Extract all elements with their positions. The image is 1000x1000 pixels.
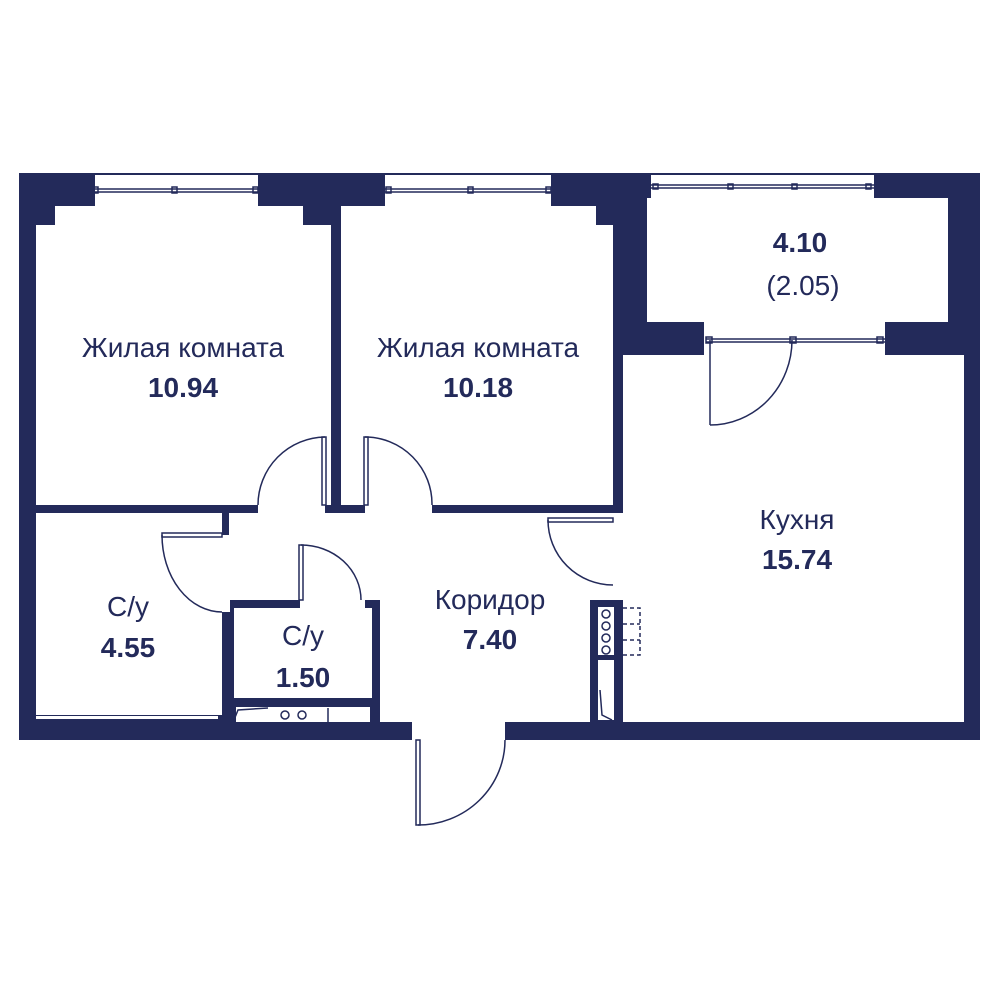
washer-icon	[233, 707, 329, 722]
bedroom2-name: Жилая комната	[377, 332, 580, 363]
room-labels: Жилая комната 10.94 Жилая комната 10.18 …	[82, 227, 840, 693]
sink-icon	[599, 689, 613, 721]
bedroom1-floor[interactable]	[36, 225, 331, 505]
bathroom-area: 4.55	[101, 632, 156, 663]
wc-floor[interactable]	[234, 608, 372, 698]
door-entrance[interactable]	[415, 739, 506, 826]
stove-icon	[601, 607, 641, 656]
door-bedroom1[interactable]	[257, 436, 327, 506]
corridor-area: 7.40	[463, 624, 518, 655]
fixtures	[233, 607, 641, 722]
bathroom-floor[interactable]	[36, 513, 222, 715]
door-wc[interactable]	[298, 544, 362, 601]
bathroom-name: С/у	[107, 591, 149, 622]
kitchen-floor[interactable]	[623, 355, 964, 722]
bedroom1-name: Жилая комната	[82, 332, 285, 363]
bedroom2-area: 10.18	[443, 372, 513, 403]
kitchen-area: 15.74	[762, 544, 832, 575]
door-bathroom[interactable]	[161, 532, 223, 613]
kitchen-name: Кухня	[760, 504, 835, 535]
wc-area: 1.50	[276, 662, 331, 693]
corridor-floor[interactable]	[229, 513, 623, 600]
window-frames	[92, 183, 885, 344]
room-floors	[36, 175, 964, 741]
bedroom1-area: 10.94	[148, 372, 218, 403]
door-kitchen[interactable]	[547, 517, 614, 586]
window-balcony	[651, 175, 874, 198]
door-balcony[interactable]	[709, 339, 793, 426]
balcony-floor[interactable]	[647, 198, 948, 322]
balcony-area: 4.10	[773, 227, 828, 258]
wc-name: С/у	[282, 620, 324, 651]
bedroom2-floor[interactable]	[341, 225, 613, 505]
corridor-name: Коридор	[435, 584, 546, 615]
doors	[161, 339, 793, 826]
door-bedroom2[interactable]	[363, 436, 433, 506]
balcony-reduced-area: (2.05)	[766, 270, 839, 301]
